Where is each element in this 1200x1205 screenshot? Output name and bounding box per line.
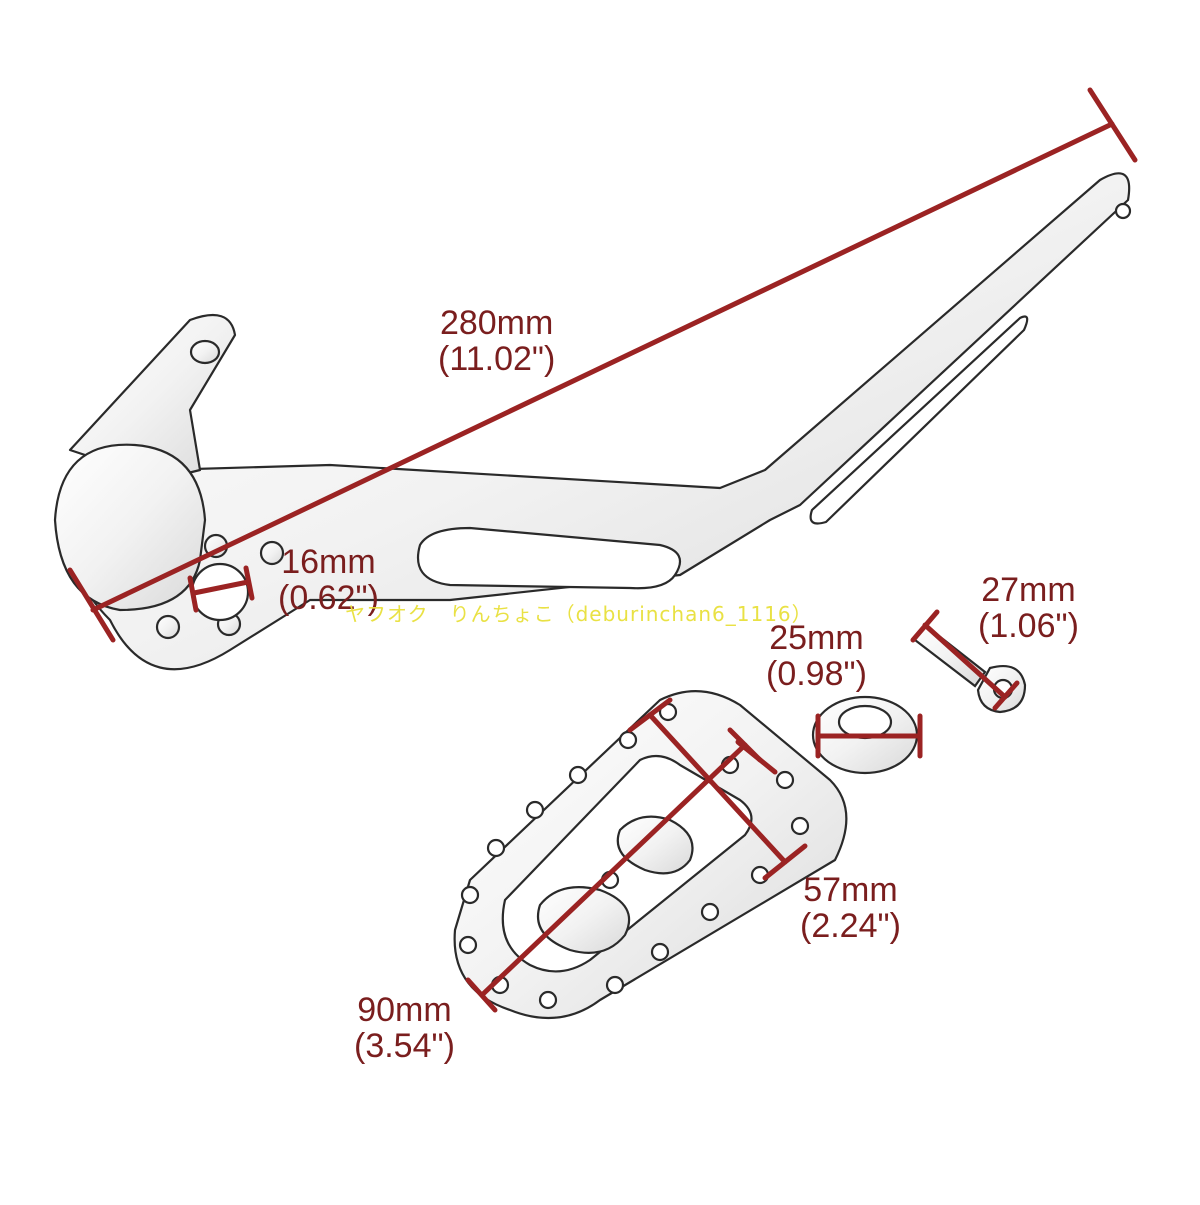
label-spacer-diameter: 25mm (0.98") <box>766 620 867 692</box>
dim-tick-bolt-right <box>992 680 1020 711</box>
label-peg-length-metric: 90mm <box>357 991 452 1029</box>
label-peg-length-imperial: (3.54") <box>354 1027 455 1065</box>
dim-tick-bore-left <box>187 575 199 613</box>
watermark-text: ヤフオク りんちょこ（deburinchan6_1116） <box>345 602 813 626</box>
dim-line-peg-width <box>647 712 788 865</box>
label-overall-length: 280mm (11.02") <box>438 305 555 377</box>
dim-tick-bore-right <box>243 565 255 601</box>
dim-tick-peg-width-top <box>627 697 673 733</box>
label-overall-length-imperial: (11.02") <box>438 340 556 378</box>
dim-line-peg-length <box>479 742 748 998</box>
dim-line-bore <box>191 579 251 596</box>
dimension-lines <box>67 87 1138 1013</box>
dim-tick-overall-right <box>1087 87 1138 163</box>
label-peg-width-metric: 57mm <box>803 871 898 909</box>
dim-tick-overall-left <box>67 567 116 643</box>
label-spacer-diameter-imperial: (0.98") <box>766 655 867 693</box>
dim-line-bolt <box>922 622 1008 700</box>
brake-lever <box>53 172 1132 671</box>
dim-tick-peg-length-bottom <box>465 977 498 1013</box>
label-peg-length: 90mm (3.54") <box>354 992 455 1064</box>
foot-peg <box>453 690 848 1020</box>
label-bolt-length: 27mm (1.06") <box>978 572 1079 644</box>
dim-line-overall <box>90 121 1115 613</box>
label-peg-width-imperial: (2.24") <box>800 907 901 945</box>
dim-tick-bolt-left <box>910 609 940 643</box>
label-bolt-length-imperial: (1.06") <box>978 607 1079 645</box>
dim-tick-peg-width-bottom <box>762 843 808 881</box>
label-pivot-bore: 16mm (0.62") <box>278 544 379 616</box>
dim-tick-peg-length-top <box>727 727 763 763</box>
label-bolt-length-metric: 27mm <box>981 571 1076 609</box>
label-pivot-bore-metric: 16mm <box>281 543 376 581</box>
label-overall-length-metric: 280mm <box>439 304 554 342</box>
label-spacer-diameter-metric: 25mm <box>769 619 864 657</box>
label-peg-width: 57mm (2.24") <box>800 872 901 944</box>
label-pivot-bore-imperial: (0.62") <box>278 579 379 617</box>
